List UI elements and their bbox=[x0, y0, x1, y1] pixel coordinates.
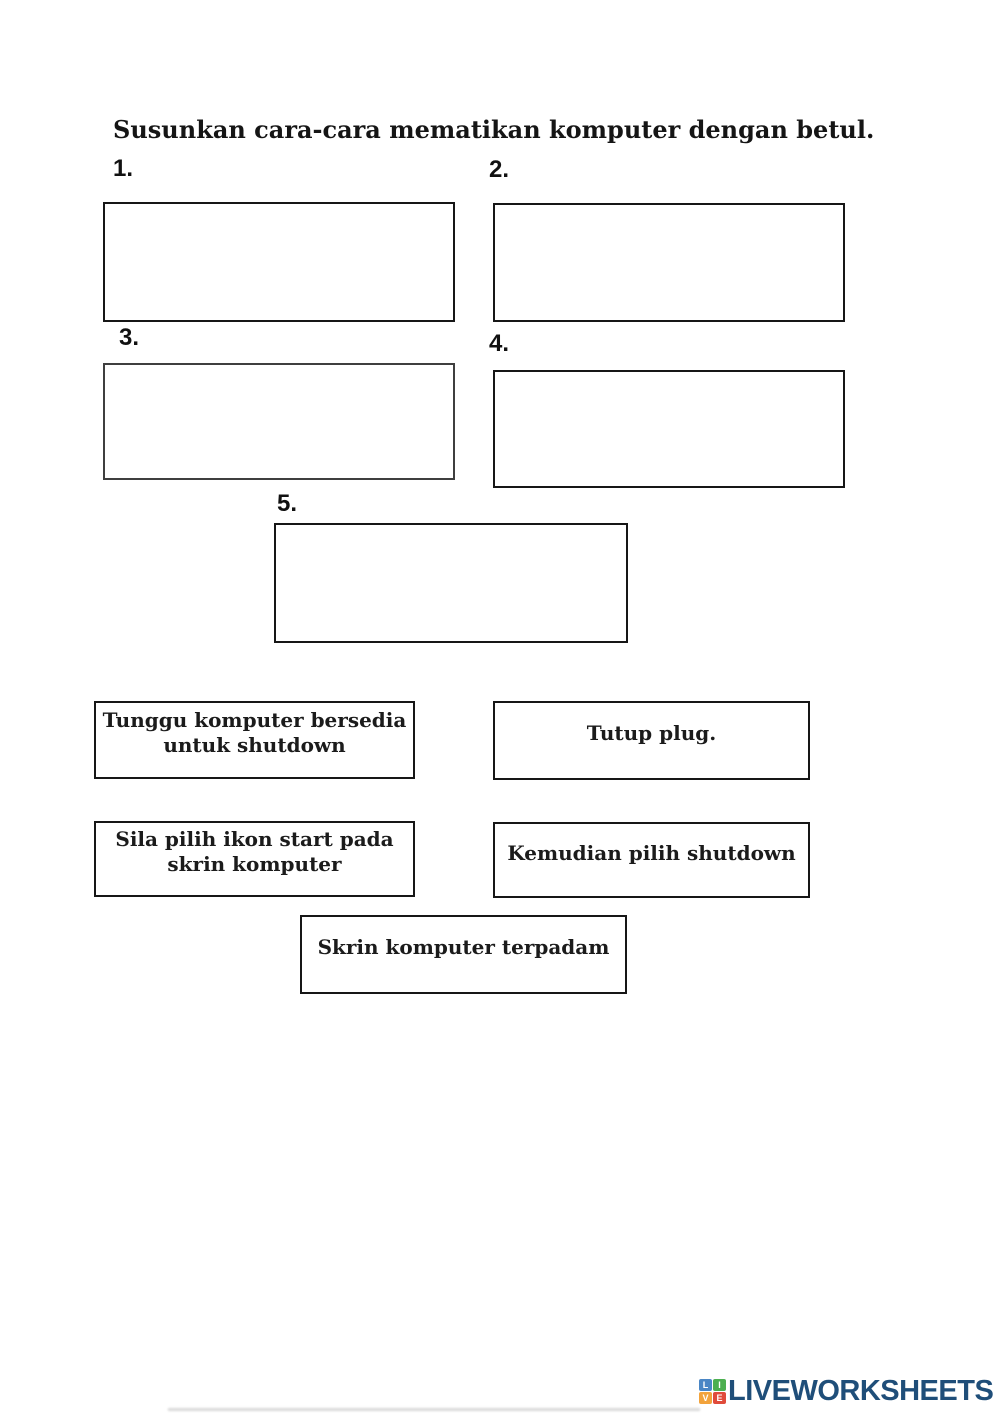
answer-card-label: Sila pilih ikon start pada skrin kompute… bbox=[115, 827, 394, 876]
logo-tile-L: L bbox=[699, 1379, 712, 1391]
drop-slot-2[interactable] bbox=[493, 203, 845, 322]
answer-card-label: Skrin komputer terpadam bbox=[317, 935, 610, 959]
slot-number-5: 5. bbox=[277, 490, 298, 517]
liveworksheets-icon: L I V E bbox=[699, 1379, 726, 1404]
worksheet-title: Susunkan cara-cara mematikan komputer de… bbox=[113, 115, 875, 144]
answer-card-label: Tutup plug. bbox=[586, 721, 717, 745]
slot-number-4: 4. bbox=[489, 330, 510, 357]
answer-card-label: Tunggu komputer bersedia untuk shutdown bbox=[102, 708, 407, 757]
liveworksheets-logo[interactable]: L I V E LIVEWORKSHEETS bbox=[699, 1375, 994, 1407]
logo-tile-E: E bbox=[713, 1392, 726, 1404]
drop-slot-1[interactable] bbox=[103, 202, 455, 322]
answer-card-pilih-ikon-start[interactable]: Sila pilih ikon start pada skrin kompute… bbox=[94, 821, 415, 897]
slot-number-1: 1. bbox=[113, 155, 134, 182]
drop-slot-4[interactable] bbox=[493, 370, 845, 488]
logo-tile-V: V bbox=[699, 1392, 712, 1404]
answer-card-skrin-terpadam[interactable]: Skrin komputer terpadam bbox=[300, 915, 627, 994]
answer-card-tutup-plug[interactable]: Tutup plug. bbox=[493, 701, 810, 780]
slot-number-3: 3. bbox=[119, 324, 140, 351]
answer-card-pilih-shutdown[interactable]: Kemudian pilih shutdown bbox=[493, 822, 810, 898]
logo-tile-I: I bbox=[713, 1379, 726, 1391]
page-edge-artifact bbox=[168, 1408, 700, 1411]
answer-card-label: Kemudian pilih shutdown bbox=[507, 840, 796, 865]
answer-card-tunggu-komputer[interactable]: Tunggu komputer bersedia untuk shutdown bbox=[94, 701, 415, 779]
drop-slot-5[interactable] bbox=[274, 523, 628, 643]
slot-number-2: 2. bbox=[489, 156, 510, 183]
brand-text: LIVEWORKSHEETS bbox=[728, 1375, 994, 1407]
drop-slot-3[interactable] bbox=[103, 363, 455, 480]
